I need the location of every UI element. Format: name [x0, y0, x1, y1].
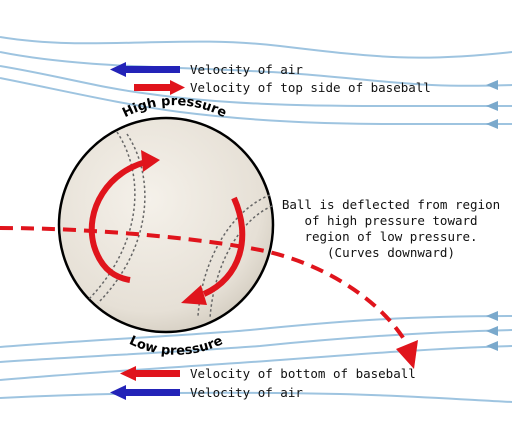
top-side-velocity-arrow-icon [134, 80, 185, 95]
explanation-line-1: Ball is deflected from region [282, 197, 500, 212]
baseball [57, 116, 275, 334]
spin-arrow-left [88, 150, 160, 283]
baseball-seam-right [197, 194, 273, 319]
spin-arrowhead-icon [141, 150, 160, 172]
legend-top-side-velocity: Velocity of top side of baseball [190, 80, 431, 95]
airflow-lines-bottom [0, 315, 512, 403]
spin-arrow-right [181, 196, 246, 305]
airflow-line [0, 36, 512, 59]
airflow-lines-top [0, 36, 512, 126]
air-velocity-bottom-arrow-icon [110, 385, 180, 400]
high-pressure-label: High pressure [120, 94, 229, 121]
airflow-arrowhead [486, 80, 498, 90]
legend-air-velocity-bottom: Velocity of air [190, 385, 303, 400]
ball-trajectory [0, 226, 409, 346]
airflow-arrowhead [486, 311, 498, 321]
spin-arrowhead-icon [181, 285, 207, 305]
explanation-line-3: region of low pressure. [304, 229, 477, 244]
airflow-arrowhead [486, 341, 498, 351]
airflow-line [0, 315, 512, 348]
legend-bottom-side-velocity: Velocity of bottom of baseball [190, 366, 416, 381]
airflow-line [0, 51, 512, 87]
airflow-line [0, 391, 512, 403]
airflow-line [0, 65, 512, 108]
airflow-line [0, 345, 512, 381]
explanation-line-4: (Curves downward) [327, 245, 455, 260]
explanation-line-2: of high pressure toward [304, 213, 477, 228]
legend-top: Velocity of air Velocity of top side of … [110, 62, 431, 95]
bottom-side-velocity-arrow-icon [120, 366, 180, 381]
airflow-line [0, 329, 512, 363]
baseball-seam-left [87, 131, 146, 304]
airflow-arrowhead [486, 326, 498, 336]
trajectory-arrowhead-icon [396, 340, 418, 369]
airflow-arrowhead [486, 119, 498, 129]
high-pressure-text: High pressure [120, 94, 229, 121]
explanation-text: Ball is deflected from region of high pr… [282, 197, 500, 260]
legend-bottom: Velocity of bottom of baseball Velocity … [110, 366, 416, 400]
airflow-arrowhead [486, 101, 498, 111]
legend-air-velocity-top: Velocity of air [190, 62, 303, 77]
air-velocity-arrow-icon [110, 62, 180, 77]
airflow-line [0, 77, 512, 126]
airflow-arrowheads [486, 80, 498, 351]
